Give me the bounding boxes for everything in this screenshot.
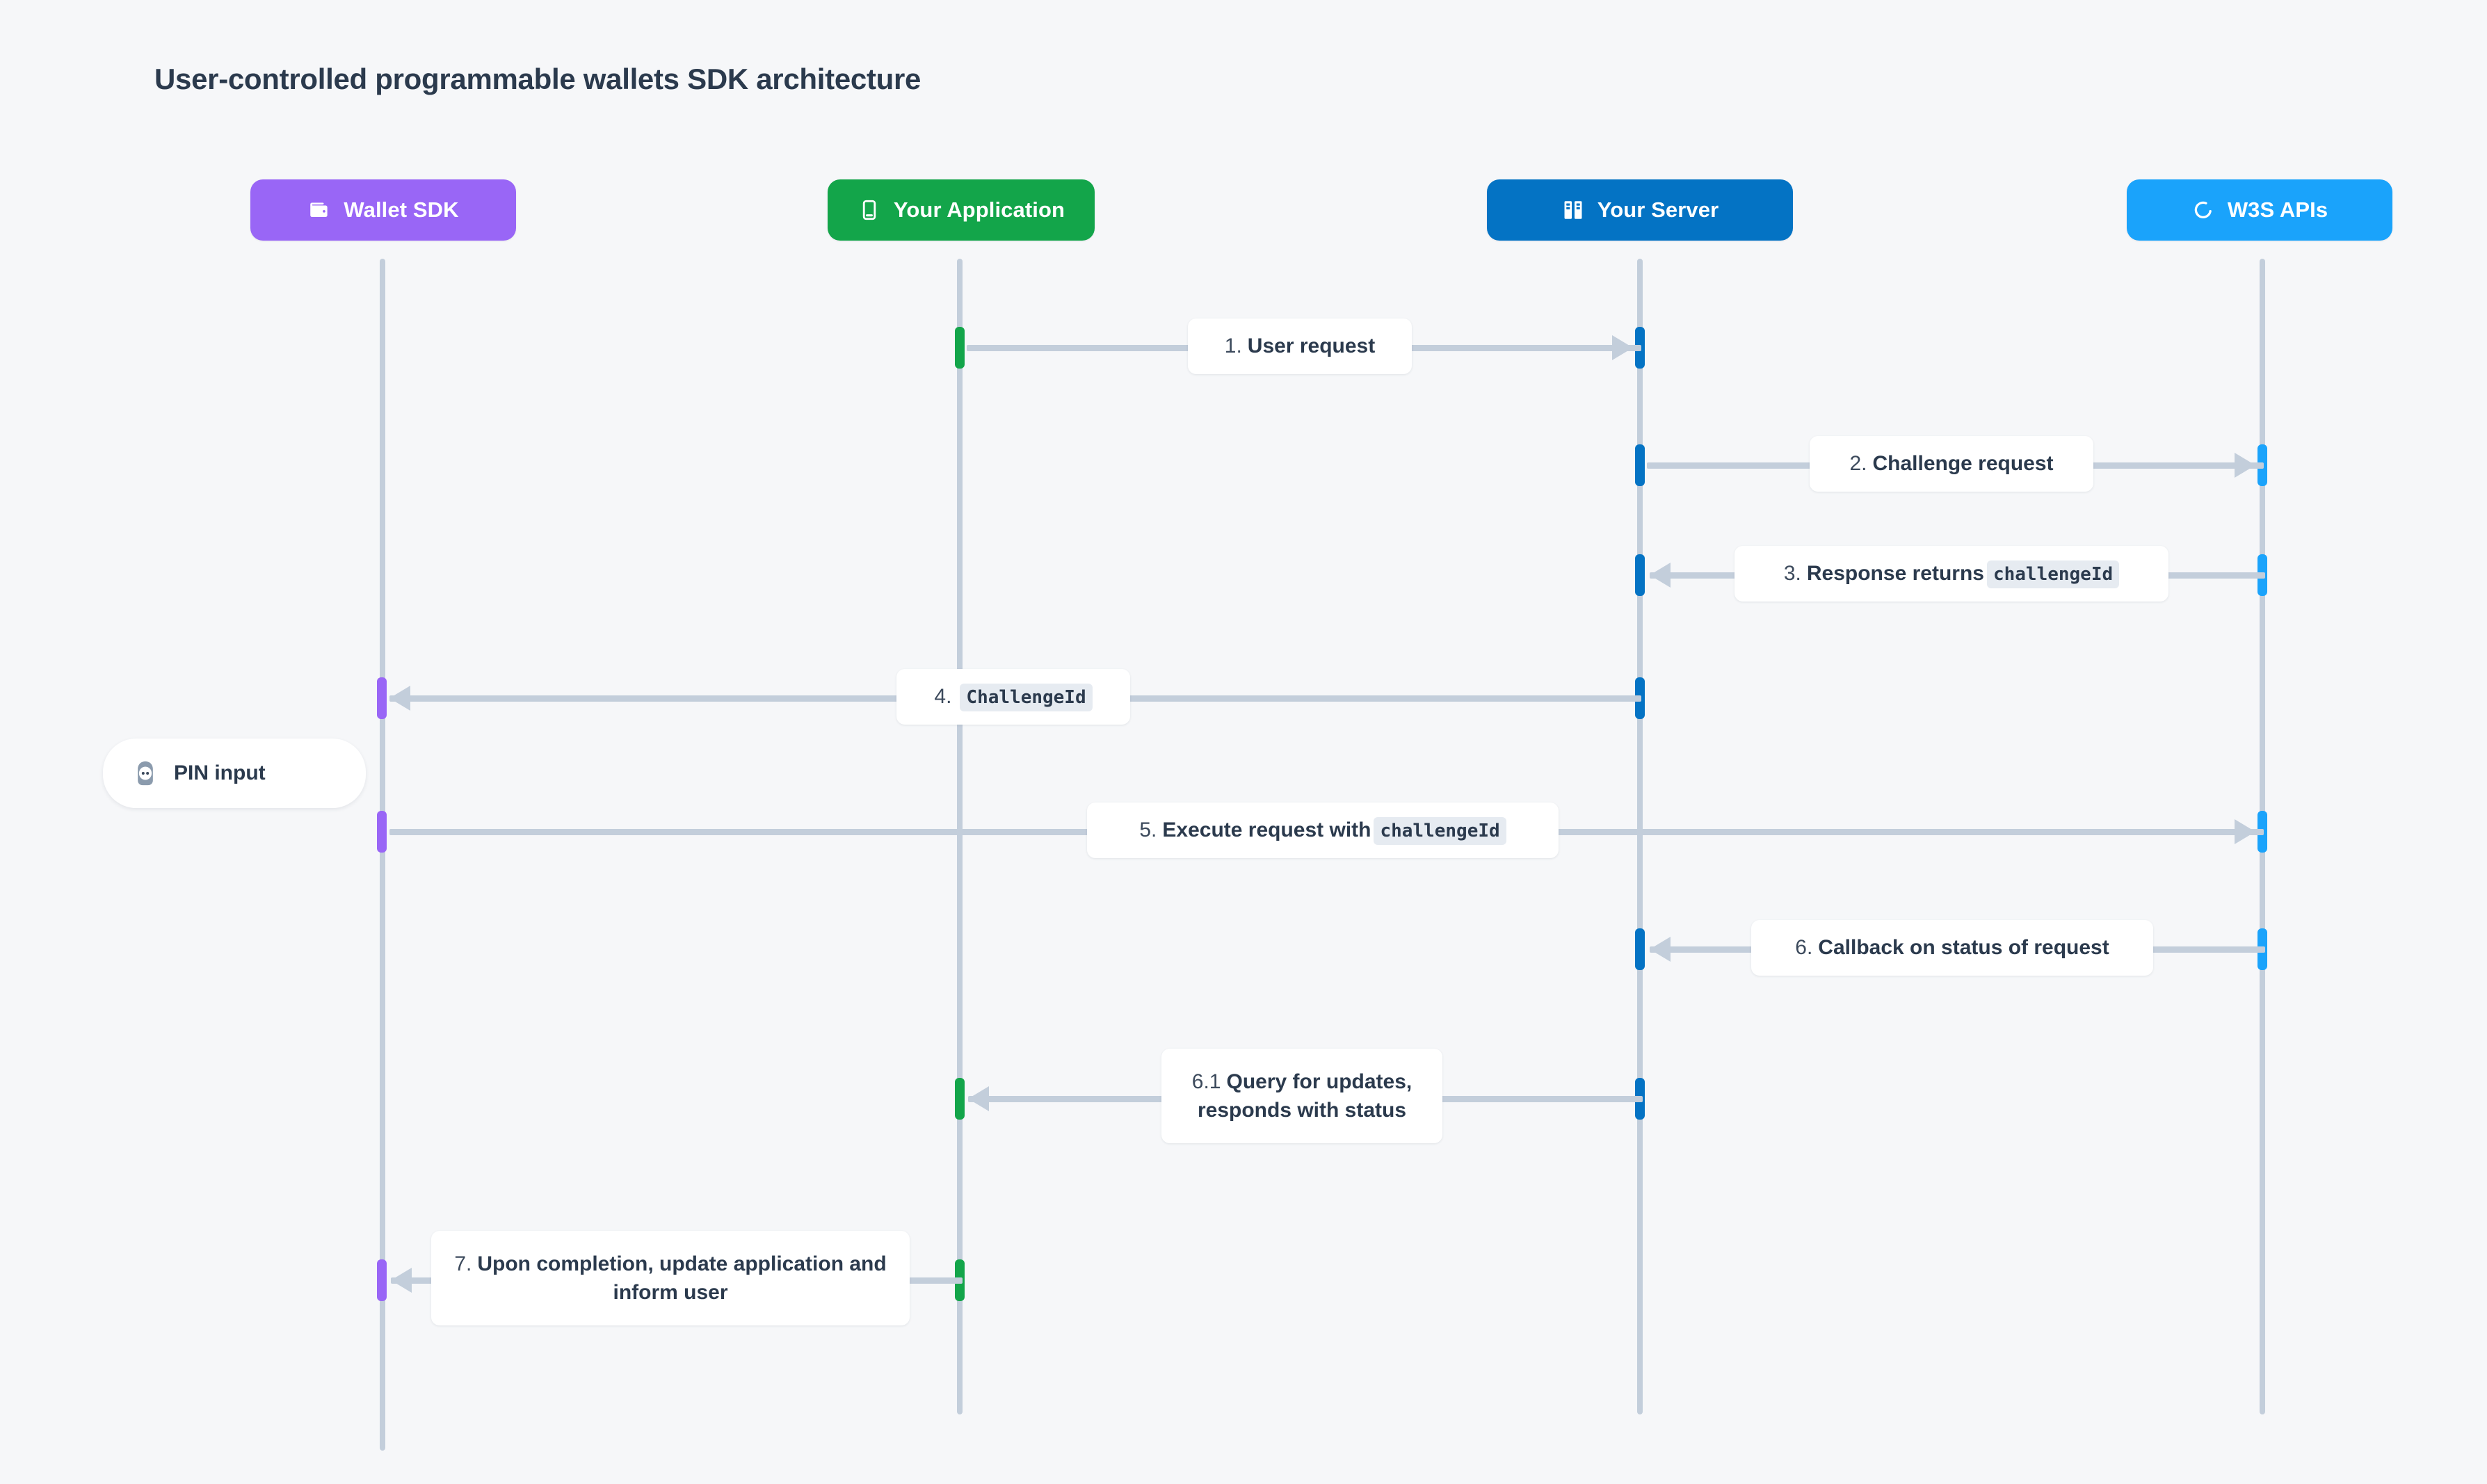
note-label: PIN input [174,761,266,784]
spinner-icon [2191,198,2215,222]
msg-number: 4. [934,685,952,709]
msg-body: Callback on status of request [1818,936,2109,960]
participant-label: W3S APIs [2227,197,2328,222]
msg-body: Execute request with [1162,818,1371,842]
msg-body: User request [1247,334,1376,358]
activation-your-server-6 [1635,928,1645,970]
participant-your-server[interactable]: Your Server [1487,179,1793,241]
code-chip-challenge-id: ChallengeId [960,684,1093,712]
msg-body: Query for updates, responds with status [1197,1070,1412,1122]
participant-w3s-apis[interactable]: W3S APIs [2127,179,2392,241]
note-pin-input: PIN input [103,739,366,808]
msg-arrowhead-6 [1650,937,1671,962]
msg-number: 3. [1783,562,1801,586]
code-chip-challenge-id: challengeId [1986,560,2120,589]
activation-your-server-3 [1635,554,1645,596]
msg-label-1: 1.User request [1188,318,1412,374]
msg-body: Response returns [1806,562,1984,586]
msg-arrowhead-5 [2235,819,2255,844]
activation-your-server-2 [1635,444,1645,486]
msg-number: 5. [1139,818,1157,842]
msg-number: 6.1 [1191,1070,1221,1093]
code-chip-challenge-id: challengeId [1374,817,1506,846]
msg-label-7: 7.Upon completion, update application an… [431,1231,910,1325]
msg-label-4: 4. ChallengeId [896,669,1130,725]
msg-arrowhead-2 [2235,453,2255,478]
msg-number: 7. [454,1252,472,1275]
mobile-icon [858,198,881,222]
activation-wallet-sdk-5 [377,811,387,853]
msg-arrowhead-61 [968,1086,989,1111]
msg-label-6: 6.Callback on status of request [1751,920,2153,976]
msg-arrowhead-4 [389,686,410,711]
msg-arrowhead-1 [1612,335,1633,360]
msg-body: Challenge request [1872,452,2054,476]
user-avatar-icon [131,759,160,788]
lifeline-your-server [1637,259,1643,1414]
server-icon [1561,198,1585,222]
msg-number: 2. [1849,452,1867,476]
lifeline-your-application [957,259,963,1414]
activation-your-application-61 [955,1078,965,1120]
lifeline-wallet-sdk [380,259,385,1451]
msg-number: 1. [1224,334,1242,358]
activation-wallet-sdk-7 [377,1259,387,1301]
msg-body: Upon completion, update application and … [477,1252,887,1304]
activation-your-application-1 [955,327,965,369]
participant-wallet-sdk[interactable]: Wallet SDK [250,179,516,241]
msg-number: 6. [1795,936,1813,960]
wallet-icon [307,198,331,222]
participant-your-application[interactable]: Your Application [828,179,1095,241]
activation-wallet-sdk-4 [377,677,387,719]
msg-arrowhead-3 [1650,563,1671,588]
participant-label: Your Server [1597,197,1719,222]
page-title: User-controlled programmable wallets SDK… [154,63,921,95]
participant-label: Your Application [893,197,1065,222]
msg-label-2: 2.Challenge request [1810,436,2093,492]
msg-arrowhead-7 [391,1268,412,1293]
participant-label: Wallet SDK [344,197,459,222]
